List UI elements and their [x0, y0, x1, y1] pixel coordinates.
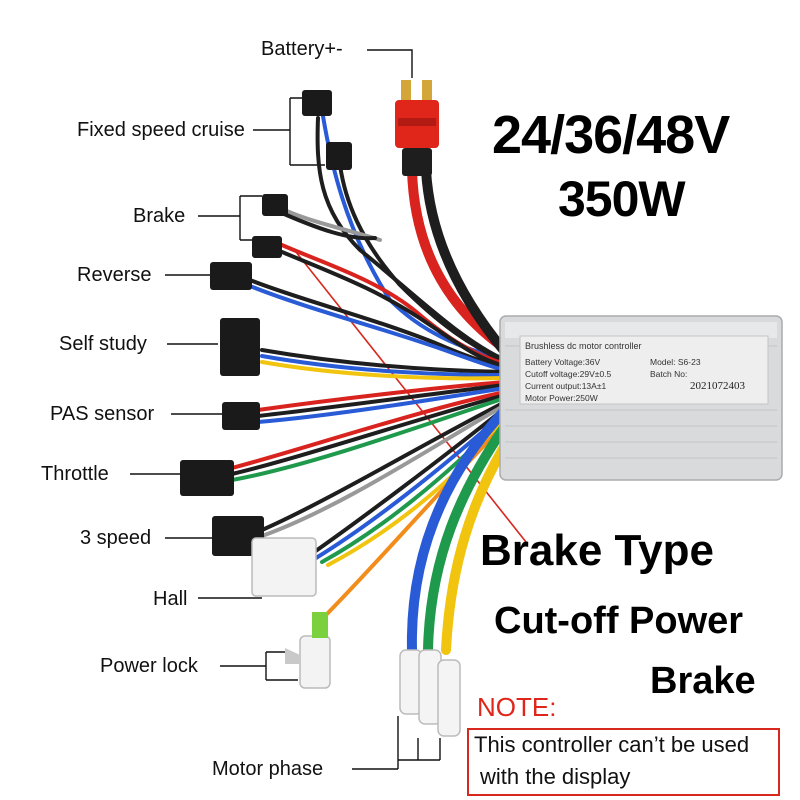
leader-motor-phase — [352, 716, 441, 770]
spec-motor-power: Motor Power:250W — [525, 393, 598, 403]
throttle-connector — [180, 460, 234, 496]
leader-cruise — [253, 97, 325, 166]
cutoff-power-label: Cut-off Power — [494, 600, 744, 642]
label-cruise: Fixed speed cruise — [77, 119, 245, 141]
leader-power-lock — [220, 651, 298, 681]
connectors — [180, 80, 461, 737]
motor-phase-wires — [406, 405, 517, 655]
label-reverse: Reverse — [77, 264, 152, 286]
label-throttle: Throttle — [41, 463, 109, 485]
reverse-connector — [210, 262, 252, 290]
note-box — [467, 728, 780, 796]
self-study-connector — [220, 318, 260, 376]
label-battery: Battery+- — [261, 38, 343, 60]
power-lock-connector — [285, 612, 331, 689]
cruise-connector-a — [302, 90, 332, 116]
brake-connector-b — [252, 236, 282, 258]
motor-phase-connectors — [399, 649, 461, 737]
controller-name: Brushless dc motor controller — [525, 341, 642, 351]
controller-housing — [499, 315, 783, 481]
brake-label: Brake — [650, 660, 756, 702]
label-three-speed: 3 speed — [80, 527, 152, 549]
brake-connector-a — [262, 194, 288, 216]
spec-batch: Batch No: — [650, 369, 688, 379]
spec-model: Model: S6-23 — [650, 357, 701, 367]
spec-cutoff-voltage: Cutoff voltage:29V±0.5 — [525, 369, 612, 379]
three-speed-connector — [212, 516, 264, 556]
leader-battery — [367, 49, 413, 78]
signal-wires — [230, 108, 507, 617]
label-brake: Brake — [133, 205, 186, 227]
leader-brake — [198, 195, 262, 241]
note-title: NOTE: — [477, 692, 557, 722]
note-line-2: with the display — [480, 764, 631, 789]
cruise-connector-b — [326, 142, 352, 170]
leader-lines — [130, 49, 441, 770]
label-motor-phase: Motor phase — [212, 758, 324, 780]
note-line-1: This controller can’t be used — [474, 732, 750, 757]
label-power-lock: Power lock — [100, 655, 198, 677]
pas-connector — [222, 402, 260, 430]
power-title: 350W — [558, 171, 686, 227]
spec-battery-voltage: Battery Voltage:36V — [525, 357, 601, 367]
voltage-title: 24/36/48V — [492, 105, 730, 165]
brake-type-title: Brake Type — [480, 526, 714, 575]
battery-connector — [395, 80, 439, 176]
spec-current-output: Current output:13A±1 — [525, 381, 607, 391]
battery-cables — [407, 165, 510, 357]
label-hall: Hall — [153, 588, 188, 610]
signal-connectors — [180, 90, 352, 556]
label-self-study: Self study — [59, 333, 147, 355]
label-pas: PAS sensor — [50, 403, 155, 425]
spec-plate — [519, 335, 769, 405]
spec-serial: 2021072403 — [690, 380, 745, 392]
hall-connector — [251, 537, 317, 597]
